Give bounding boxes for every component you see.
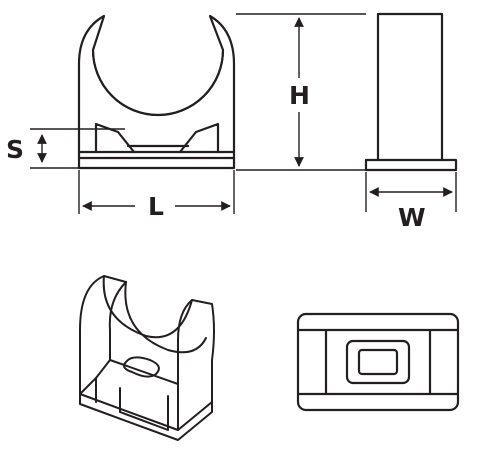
dimension-h-label: H: [289, 81, 310, 110]
bottom-view-slot-outer: [345, 339, 411, 385]
bottom-view-slot-inner: [357, 348, 399, 376]
isometric-view: [79, 275, 215, 441]
dimension-s-label: S: [6, 135, 24, 164]
side-view-outline: [364, 12, 458, 172]
iso-left-arm: [79, 275, 127, 395]
front-view-bore: [92, 49, 224, 116]
iso-slot: [123, 356, 160, 378]
front-view-base: [77, 150, 236, 160]
dimension-w-label: W: [398, 203, 426, 232]
bottom-view: [296, 312, 460, 412]
front-view: [77, 14, 236, 170]
bottom-view-outline: [296, 312, 460, 412]
dimension-s: [30, 128, 125, 169]
dimension-h: [236, 13, 366, 171]
dimension-l-label: L: [148, 192, 164, 221]
iso-feet: [95, 377, 169, 431]
dimension-l: [78, 170, 235, 214]
front-view-feet: [94, 122, 220, 154]
iso-right-arm: [177, 299, 215, 403]
iso-bore: [102, 275, 193, 339]
side-view: [364, 12, 458, 172]
iso-base: [79, 393, 213, 441]
dimension-w: [365, 172, 457, 212]
